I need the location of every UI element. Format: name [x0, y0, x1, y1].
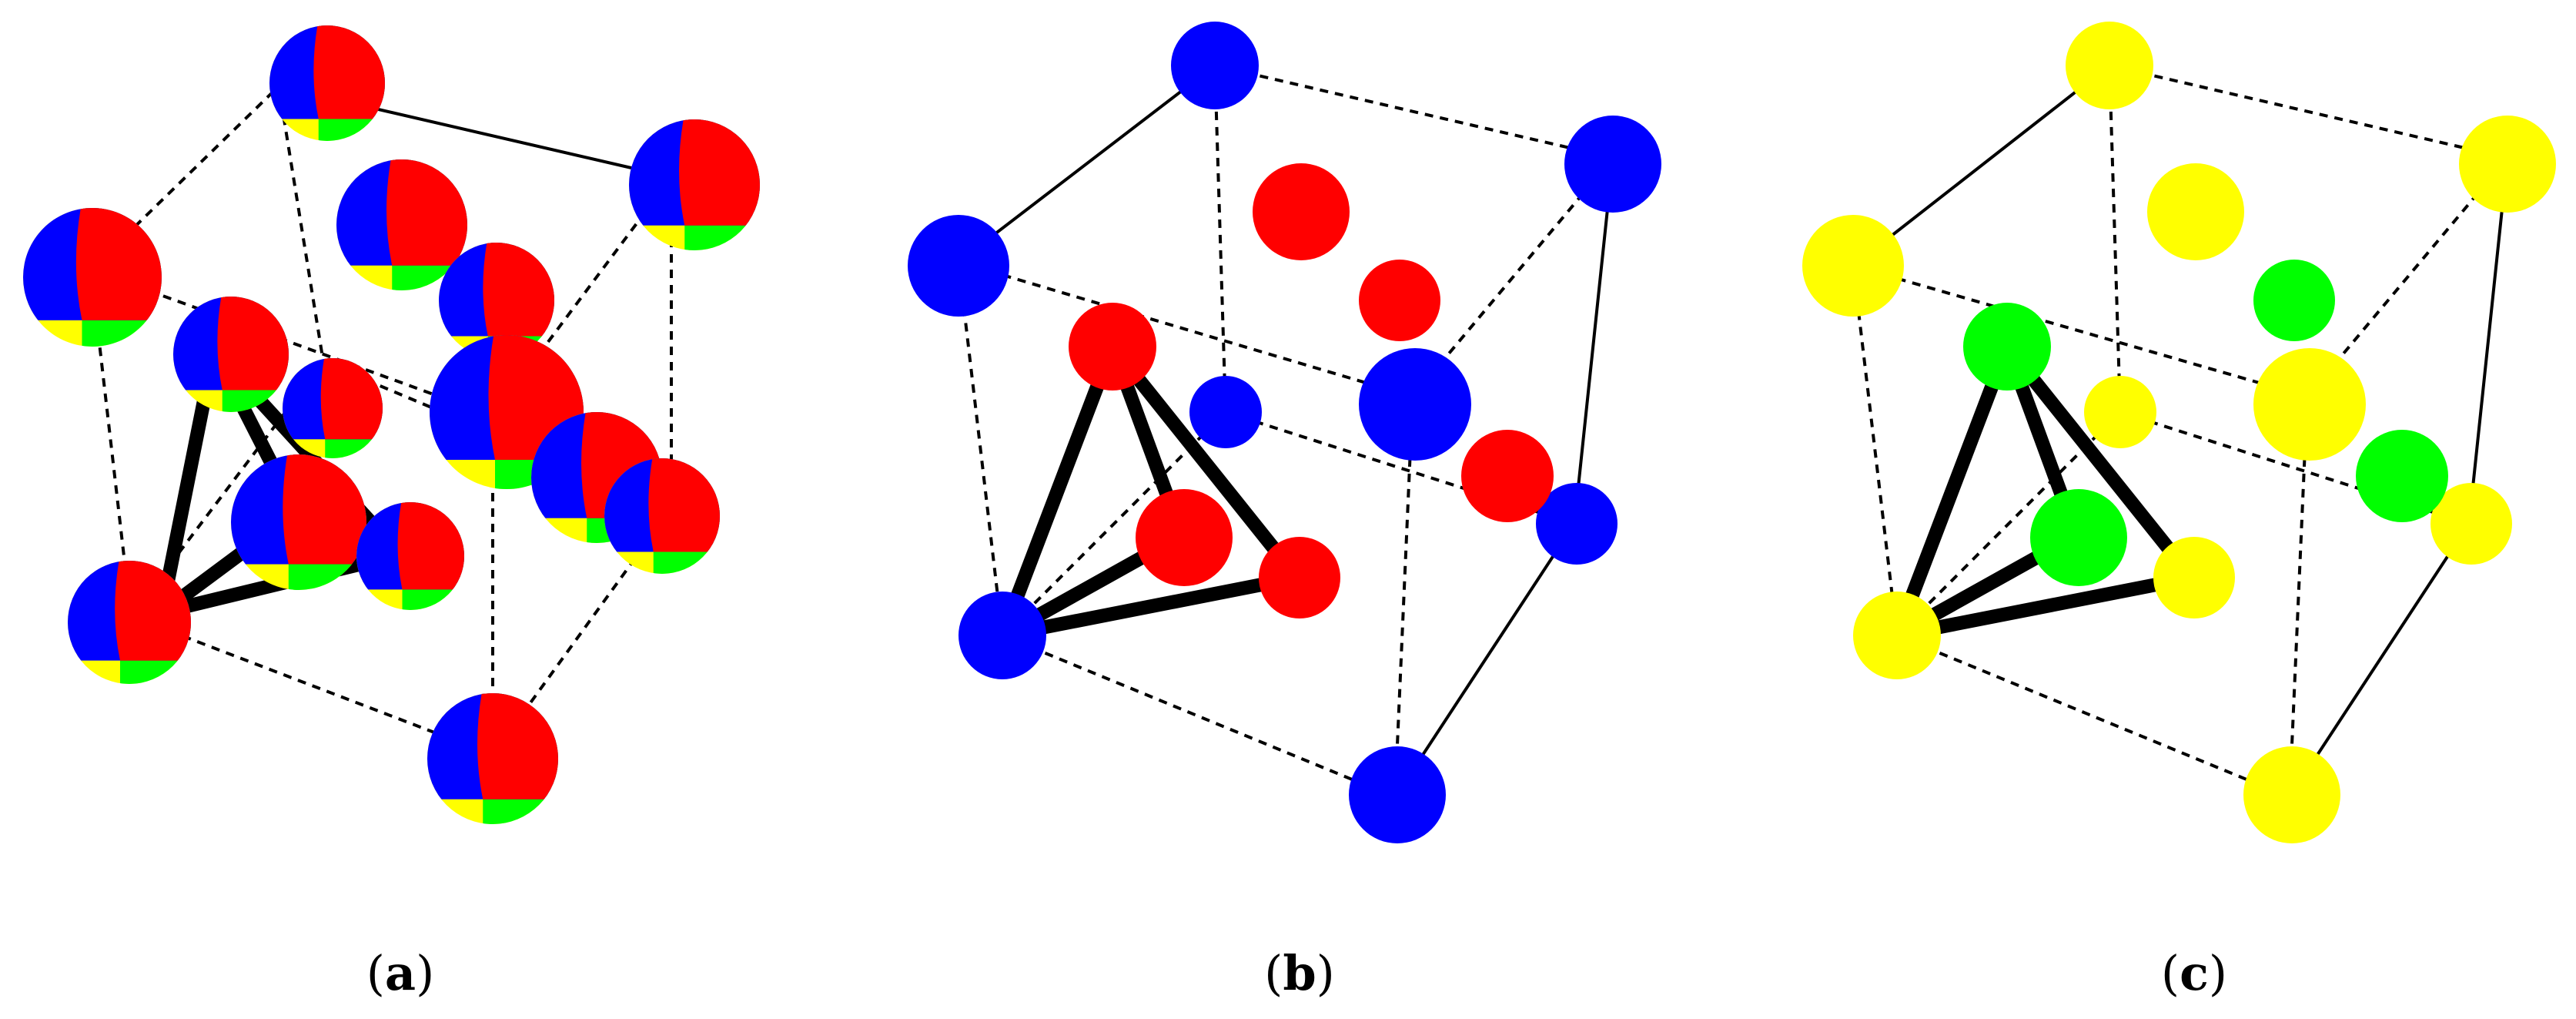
corner-atom-c-5: [2253, 348, 2366, 461]
unit-cell-edges-c: [1852, 64, 2509, 799]
atom-a-11: [224, 447, 373, 597]
atoms-b: [908, 22, 1661, 843]
corner-atom-b-6: [1536, 483, 1618, 565]
corner-atom-b-8: [1349, 746, 1446, 843]
atom-a-1: [264, 19, 391, 146]
face-atom-c-4: [2356, 430, 2448, 522]
face-atom-c-1: [2147, 163, 2244, 260]
corner-atom-c-8: [2243, 746, 2340, 843]
corner-atom-b-2: [1564, 116, 1661, 213]
corner-atom-b-3: [908, 215, 1009, 317]
face-atom-b-1: [1253, 163, 1350, 260]
panel-label-b: (b): [1264, 945, 1335, 1001]
atom-a-13: [62, 555, 197, 690]
face-atom-b-6: [1259, 537, 1340, 618]
panel-c: [1802, 22, 2556, 843]
corner-atom-b-5: [1359, 348, 1471, 461]
corner-atom-c-6: [2430, 483, 2512, 565]
face-atom-b-3: [1069, 303, 1156, 391]
atom-a-4: [16, 201, 169, 354]
atom-a-14: [421, 687, 565, 831]
atom-a-2: [623, 113, 767, 257]
atom-a-6: [168, 291, 295, 418]
unit-cell-edges-b: [957, 64, 1614, 799]
panel-label-a: (a): [366, 945, 435, 1001]
corner-atom-c-7: [1853, 592, 1941, 679]
face-atom-c-2: [2253, 260, 2335, 341]
atoms-c: [1802, 22, 2556, 843]
atoms-a: [16, 19, 767, 830]
corner-atom-c-4: [2084, 376, 2156, 448]
panel-b: [908, 22, 1661, 843]
face-atom-c-3: [1963, 303, 2051, 391]
face-atom-b-4: [1461, 430, 1554, 522]
corner-atom-b-4: [1189, 376, 1262, 448]
panel-a: [16, 19, 767, 830]
corner-atom-b-1: [1171, 22, 1259, 109]
face-atom-b-5: [1136, 489, 1233, 586]
panel-label-c: (c): [2161, 945, 2227, 1001]
corner-atom-c-2: [2459, 116, 2556, 213]
corner-atom-c-3: [1802, 215, 1904, 317]
corner-atom-b-7: [958, 592, 1046, 679]
face-atom-c-5: [2030, 489, 2127, 586]
face-atom-c-6: [2153, 537, 2235, 618]
corner-atom-c-1: [2066, 22, 2153, 109]
face-atom-b-2: [1359, 260, 1440, 341]
